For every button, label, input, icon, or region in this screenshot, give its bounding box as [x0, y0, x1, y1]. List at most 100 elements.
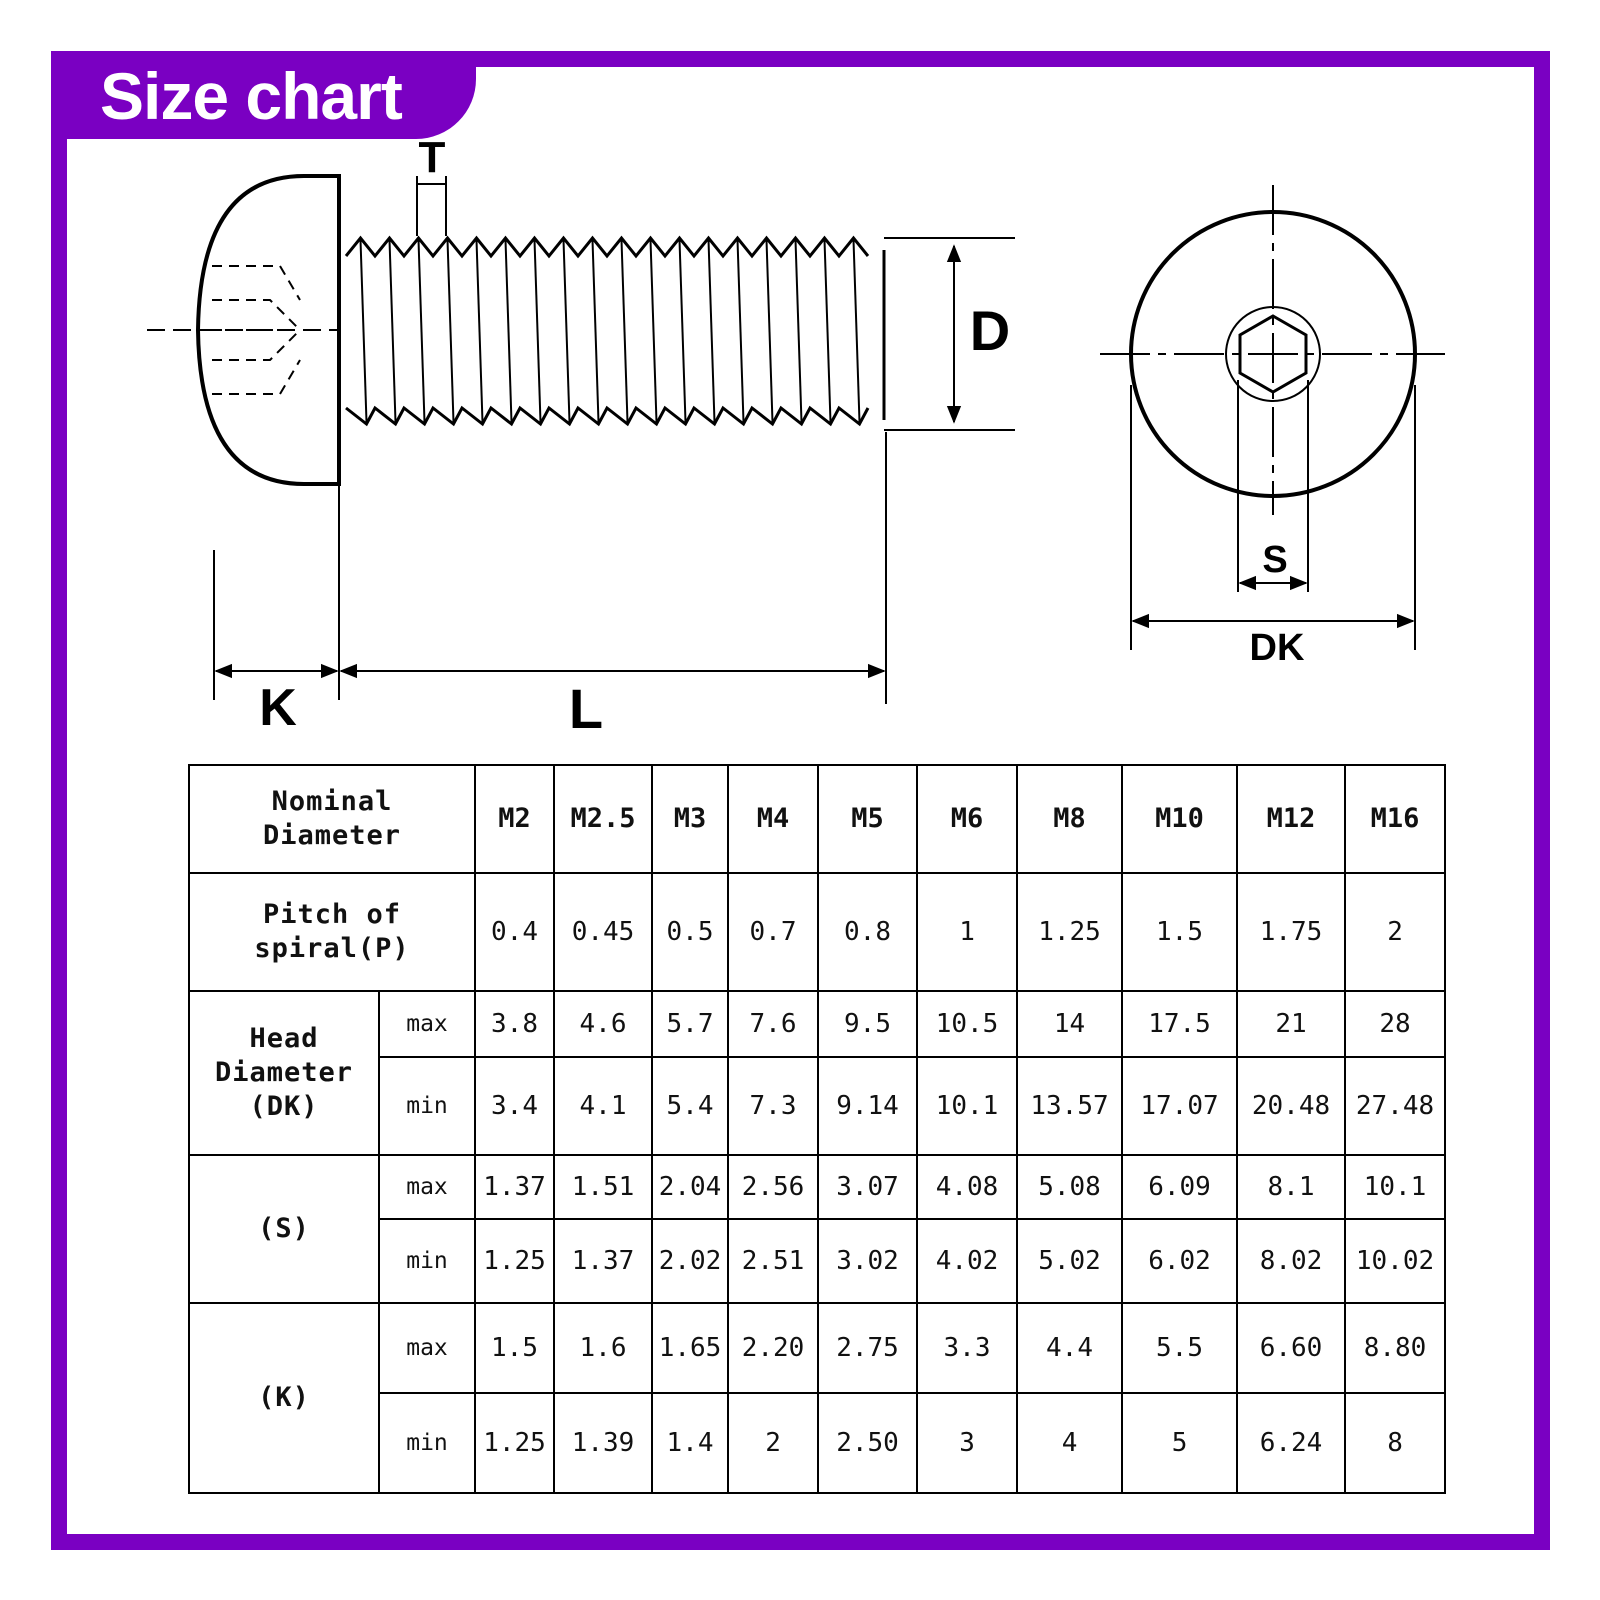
- dimension-d: [884, 237, 1015, 431]
- s-label: (S): [188, 1154, 380, 1304]
- size-cell: M16: [1344, 764, 1447, 874]
- s-max-cell: 1.51: [553, 1154, 654, 1220]
- k-min-cell: 3: [916, 1392, 1019, 1494]
- s-max-cell: 3.07: [817, 1154, 919, 1220]
- k-min-cell: 1.39: [553, 1392, 654, 1494]
- dimension-t: [416, 176, 447, 236]
- s-min-cell: 8.02: [1236, 1218, 1347, 1304]
- k-max-cell: 5.5: [1121, 1302, 1239, 1394]
- k-max-cell: 3.3: [916, 1302, 1019, 1394]
- thread-line: [852, 239, 861, 423]
- dk-max-cell: 17.5: [1121, 990, 1239, 1058]
- screw-shaft: [337, 235, 886, 427]
- dk-min-cell: 27.48: [1344, 1056, 1447, 1156]
- thread-line: [678, 239, 687, 423]
- dk-max-cell: 4.6: [553, 990, 654, 1058]
- pitch-cell: 0.8: [817, 872, 919, 992]
- thread-line: [359, 239, 368, 423]
- max-label: max: [377, 1302, 477, 1394]
- page-title: Size chart: [100, 59, 403, 133]
- k-min-cell: 2.50: [817, 1392, 919, 1494]
- size-cell: M12: [1236, 764, 1347, 874]
- dk-min-cell: 3.4: [474, 1056, 556, 1156]
- s-min-cell: 6.02: [1121, 1218, 1239, 1304]
- size-cell: M10: [1121, 764, 1239, 874]
- k-label: (K): [188, 1302, 380, 1494]
- size-cell: M3: [651, 764, 730, 874]
- screw-head: [147, 174, 341, 486]
- thread-line: [475, 239, 484, 423]
- dk-min-cell: 5.4: [651, 1056, 730, 1156]
- pitch-cell: 1.25: [1016, 872, 1124, 992]
- row-k-min: min 1.25 1.39 1.4 2 2.50 3 4 5 6.24 8: [189, 1392, 1447, 1494]
- dimension-k-l: [213, 432, 887, 704]
- k-max-cell: 4.4: [1016, 1302, 1124, 1394]
- pitch-cell: 0.7: [727, 872, 820, 992]
- label-d: D: [970, 299, 1010, 362]
- label-t: T: [419, 133, 446, 182]
- dk-min-cell: 20.48: [1236, 1056, 1347, 1156]
- dk-max-cell: 7.6: [727, 990, 820, 1058]
- min-label: min: [377, 1218, 477, 1304]
- k-min-cell: 2: [727, 1392, 820, 1494]
- thread-line: [620, 239, 629, 423]
- dk-max-cell: 10.5: [916, 990, 1019, 1058]
- k-min-cell: 5: [1121, 1392, 1239, 1494]
- size-cell: M2.5: [553, 764, 654, 874]
- k-max-cell: 8.80: [1344, 1302, 1447, 1394]
- thread-line: [765, 239, 774, 423]
- thread-line: [388, 239, 397, 423]
- size-cell: M8: [1016, 764, 1124, 874]
- s-min-cell: 4.02: [916, 1218, 1019, 1304]
- s-min-cell: 10.02: [1344, 1218, 1447, 1304]
- s-min-cell: 2.51: [727, 1218, 820, 1304]
- end-view: [1100, 185, 1445, 650]
- k-min-cell: 8: [1344, 1392, 1447, 1494]
- k-max-cell: 2.20: [727, 1302, 820, 1394]
- label-l: L: [569, 677, 603, 740]
- k-max-cell: 1.5: [474, 1302, 556, 1394]
- size-cell: M6: [916, 764, 1019, 874]
- s-max-cell: 4.08: [916, 1154, 1019, 1220]
- k-max-cell: 2.75: [817, 1302, 919, 1394]
- thread-line: [707, 239, 716, 423]
- k-max-cell: 1.6: [553, 1302, 654, 1394]
- s-max-cell: 6.09: [1121, 1154, 1239, 1220]
- s-min-cell: 1.37: [553, 1218, 654, 1304]
- thread-line: [562, 239, 571, 423]
- s-max-cell: 8.1: [1236, 1154, 1347, 1220]
- size-cell: M5: [817, 764, 919, 874]
- s-min-cell: 2.02: [651, 1218, 730, 1304]
- pitch-cell: 0.5: [651, 872, 730, 992]
- s-max-cell: 2.04: [651, 1154, 730, 1220]
- row-k-max: (K) max 1.5 1.6 1.65 2.20 2.75 3.3 4.4 5…: [188, 1302, 1447, 1494]
- row-s-min: min 1.25 1.37 2.02 2.51 3.02 4.02 5.02 6…: [189, 1218, 1447, 1304]
- dk-min-cell: 17.07: [1121, 1056, 1239, 1156]
- row-dk-min: min 3.4 4.1 5.4 7.3 9.14 10.1 13.57 17.0…: [189, 1056, 1447, 1156]
- thread-line: [591, 239, 600, 423]
- thread-line: [794, 239, 803, 423]
- pitch-cell: 1.5: [1121, 872, 1239, 992]
- k-min-cell: 6.24: [1236, 1392, 1347, 1494]
- s-max-cell: 2.56: [727, 1154, 820, 1220]
- max-label: max: [377, 1154, 477, 1220]
- k-min-cell: 4: [1016, 1392, 1124, 1494]
- dk-max-cell: 5.7: [651, 990, 730, 1058]
- dk-min-cell: 13.57: [1016, 1056, 1124, 1156]
- min-label: min: [377, 1056, 477, 1156]
- label-s: S: [1262, 539, 1287, 581]
- dk-max-cell: 9.5: [817, 990, 919, 1058]
- dk-max-cell: 28: [1344, 990, 1447, 1058]
- row-s-max: (S) max 1.37 1.51 2.04 2.56 3.07 4.08 5.…: [188, 1154, 1447, 1304]
- pitch-cell: 2: [1344, 872, 1447, 992]
- pitch-cell: 0.45: [553, 872, 654, 992]
- dk-max-cell: 21: [1236, 990, 1347, 1058]
- dk-min-cell: 9.14: [817, 1056, 919, 1156]
- dk-max-cell: 3.8: [474, 990, 556, 1058]
- k-min-cell: 1.4: [651, 1392, 730, 1494]
